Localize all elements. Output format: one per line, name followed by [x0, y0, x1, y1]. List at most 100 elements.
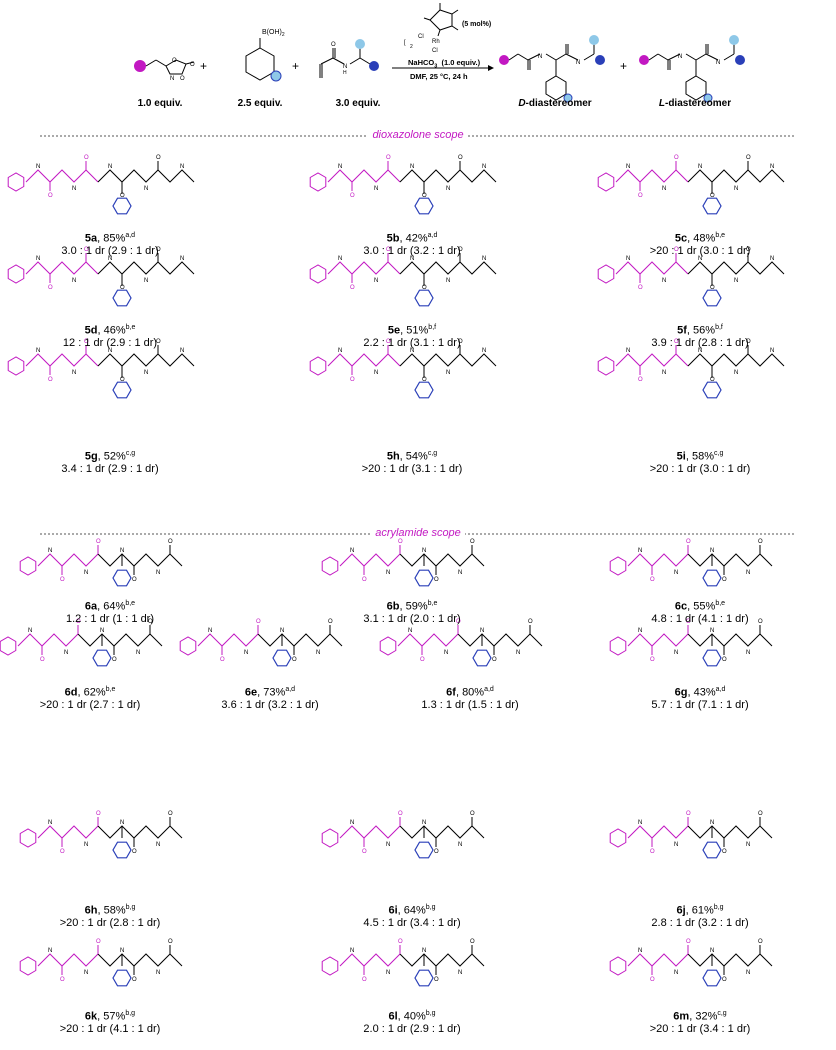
svg-text:N: N — [482, 256, 486, 262]
svg-text:N: N — [36, 164, 40, 170]
svg-text:O: O — [434, 977, 439, 983]
compound-id: 6e — [244, 686, 258, 699]
svg-text:N: N — [374, 278, 378, 284]
svg-text:O: O — [638, 377, 643, 383]
svg-text:N: N — [156, 842, 160, 848]
svg-text:N: N — [422, 820, 426, 826]
svg-text:N: N — [386, 570, 390, 576]
compound-id: 6j — [676, 904, 686, 917]
svg-text:O: O — [686, 539, 691, 545]
svg-text:O: O — [650, 577, 655, 583]
svg-text:O: O — [458, 339, 463, 345]
svg-text:O: O — [386, 339, 391, 345]
svg-text:O: O — [422, 285, 427, 291]
svg-text:O: O — [96, 939, 101, 945]
svg-text:N: N — [674, 570, 678, 576]
svg-text:O: O — [758, 539, 763, 545]
svg-text:O: O — [60, 577, 65, 583]
svg-text:N: N — [343, 64, 347, 70]
yield-5i: 5i, 58%c,g — [676, 450, 724, 463]
svg-text:O: O — [456, 619, 461, 625]
dioxazolone-scope-heading: dioxazolone scope — [0, 129, 836, 141]
svg-text:O: O — [350, 285, 355, 291]
svg-text:O: O — [60, 849, 65, 855]
compound-id: 6k — [84, 1010, 98, 1023]
yield-value: 64% — [403, 904, 426, 917]
svg-text:O: O — [470, 939, 475, 945]
footnote-marks: a,d — [484, 686, 494, 693]
svg-text:O: O — [350, 377, 355, 383]
svg-text:N: N — [674, 650, 678, 656]
footnote-marks: b,e — [105, 686, 116, 693]
svg-text:N: N — [746, 970, 750, 976]
svg-text:O: O — [168, 539, 173, 545]
svg-text:O: O — [156, 155, 161, 161]
svg-text:N: N — [734, 186, 738, 192]
dr-6d: >20 : 1 dr (2.7 : 1 dr) — [39, 699, 141, 711]
svg-text:O: O — [362, 577, 367, 583]
svg-text:N: N — [710, 548, 714, 554]
svg-text:N: N — [770, 256, 774, 262]
compound-id: 5e — [387, 324, 401, 337]
svg-text:N: N — [482, 164, 486, 170]
compound-id: 6c — [674, 600, 688, 613]
svg-text:O: O — [650, 849, 655, 855]
svg-text:[: [ — [404, 40, 406, 46]
yield-value: 80% — [462, 686, 485, 699]
svg-text:+: + — [200, 59, 207, 73]
yield-value: 54% — [405, 450, 428, 463]
footnote-marks: b,g — [125, 1010, 136, 1017]
dr-5b: 3.0 : 1 dr (3.2 : 1 dr) — [363, 245, 461, 257]
yield-value: 46% — [103, 324, 126, 337]
svg-text:N: N — [678, 54, 682, 60]
svg-text:N: N — [516, 650, 520, 656]
svg-text:O: O — [148, 619, 153, 625]
yield-5h: 5h, 54%c,g — [386, 450, 438, 463]
compound-id: 6h — [84, 904, 98, 917]
svg-text:O: O — [722, 849, 727, 855]
yield-5e: 5e, 51%b,f — [387, 324, 437, 337]
svg-text:H: H — [343, 70, 347, 76]
svg-text:N: N — [108, 256, 112, 262]
svg-text:N: N — [180, 348, 184, 354]
dr-5h: >20 : 1 dr (3.1 : 1 dr) — [361, 463, 463, 475]
d-product — [499, 35, 605, 103]
svg-text:N: N — [48, 820, 52, 826]
svg-text:N: N — [480, 628, 484, 634]
svg-text:N: N — [710, 628, 714, 634]
svg-text:N: N — [422, 548, 426, 554]
yield-5d: 5d, 46%b,e — [84, 324, 136, 337]
dr-6c: 4.8 : 1 dr (4.1 : 1 dr) — [651, 613, 749, 625]
svg-text:+: + — [620, 59, 627, 73]
svg-text:N: N — [674, 970, 678, 976]
equiv-boronic: 2.5 equiv. — [237, 98, 283, 109]
compound-id: 6f — [446, 686, 456, 699]
catalyst-loading: (5 mol%) — [462, 21, 491, 28]
svg-text:N: N — [170, 76, 174, 82]
base-condition: NaHCO3 (1.0 equiv.) — [408, 58, 481, 70]
svg-text:O: O — [112, 657, 117, 663]
svg-text:N: N — [280, 628, 284, 634]
rh-catalyst — [423, 3, 459, 37]
svg-text:O: O — [362, 849, 367, 855]
svg-text:O: O — [48, 377, 53, 383]
yield-value: 42% — [405, 232, 428, 245]
svg-text:O: O — [710, 285, 715, 291]
svg-text:O: O — [120, 285, 125, 291]
svg-text:N: N — [638, 820, 642, 826]
yield-value: 55% — [693, 600, 716, 613]
svg-text:O: O — [120, 377, 125, 383]
svg-text:O: O — [422, 193, 427, 199]
svg-text:O: O — [386, 247, 391, 253]
